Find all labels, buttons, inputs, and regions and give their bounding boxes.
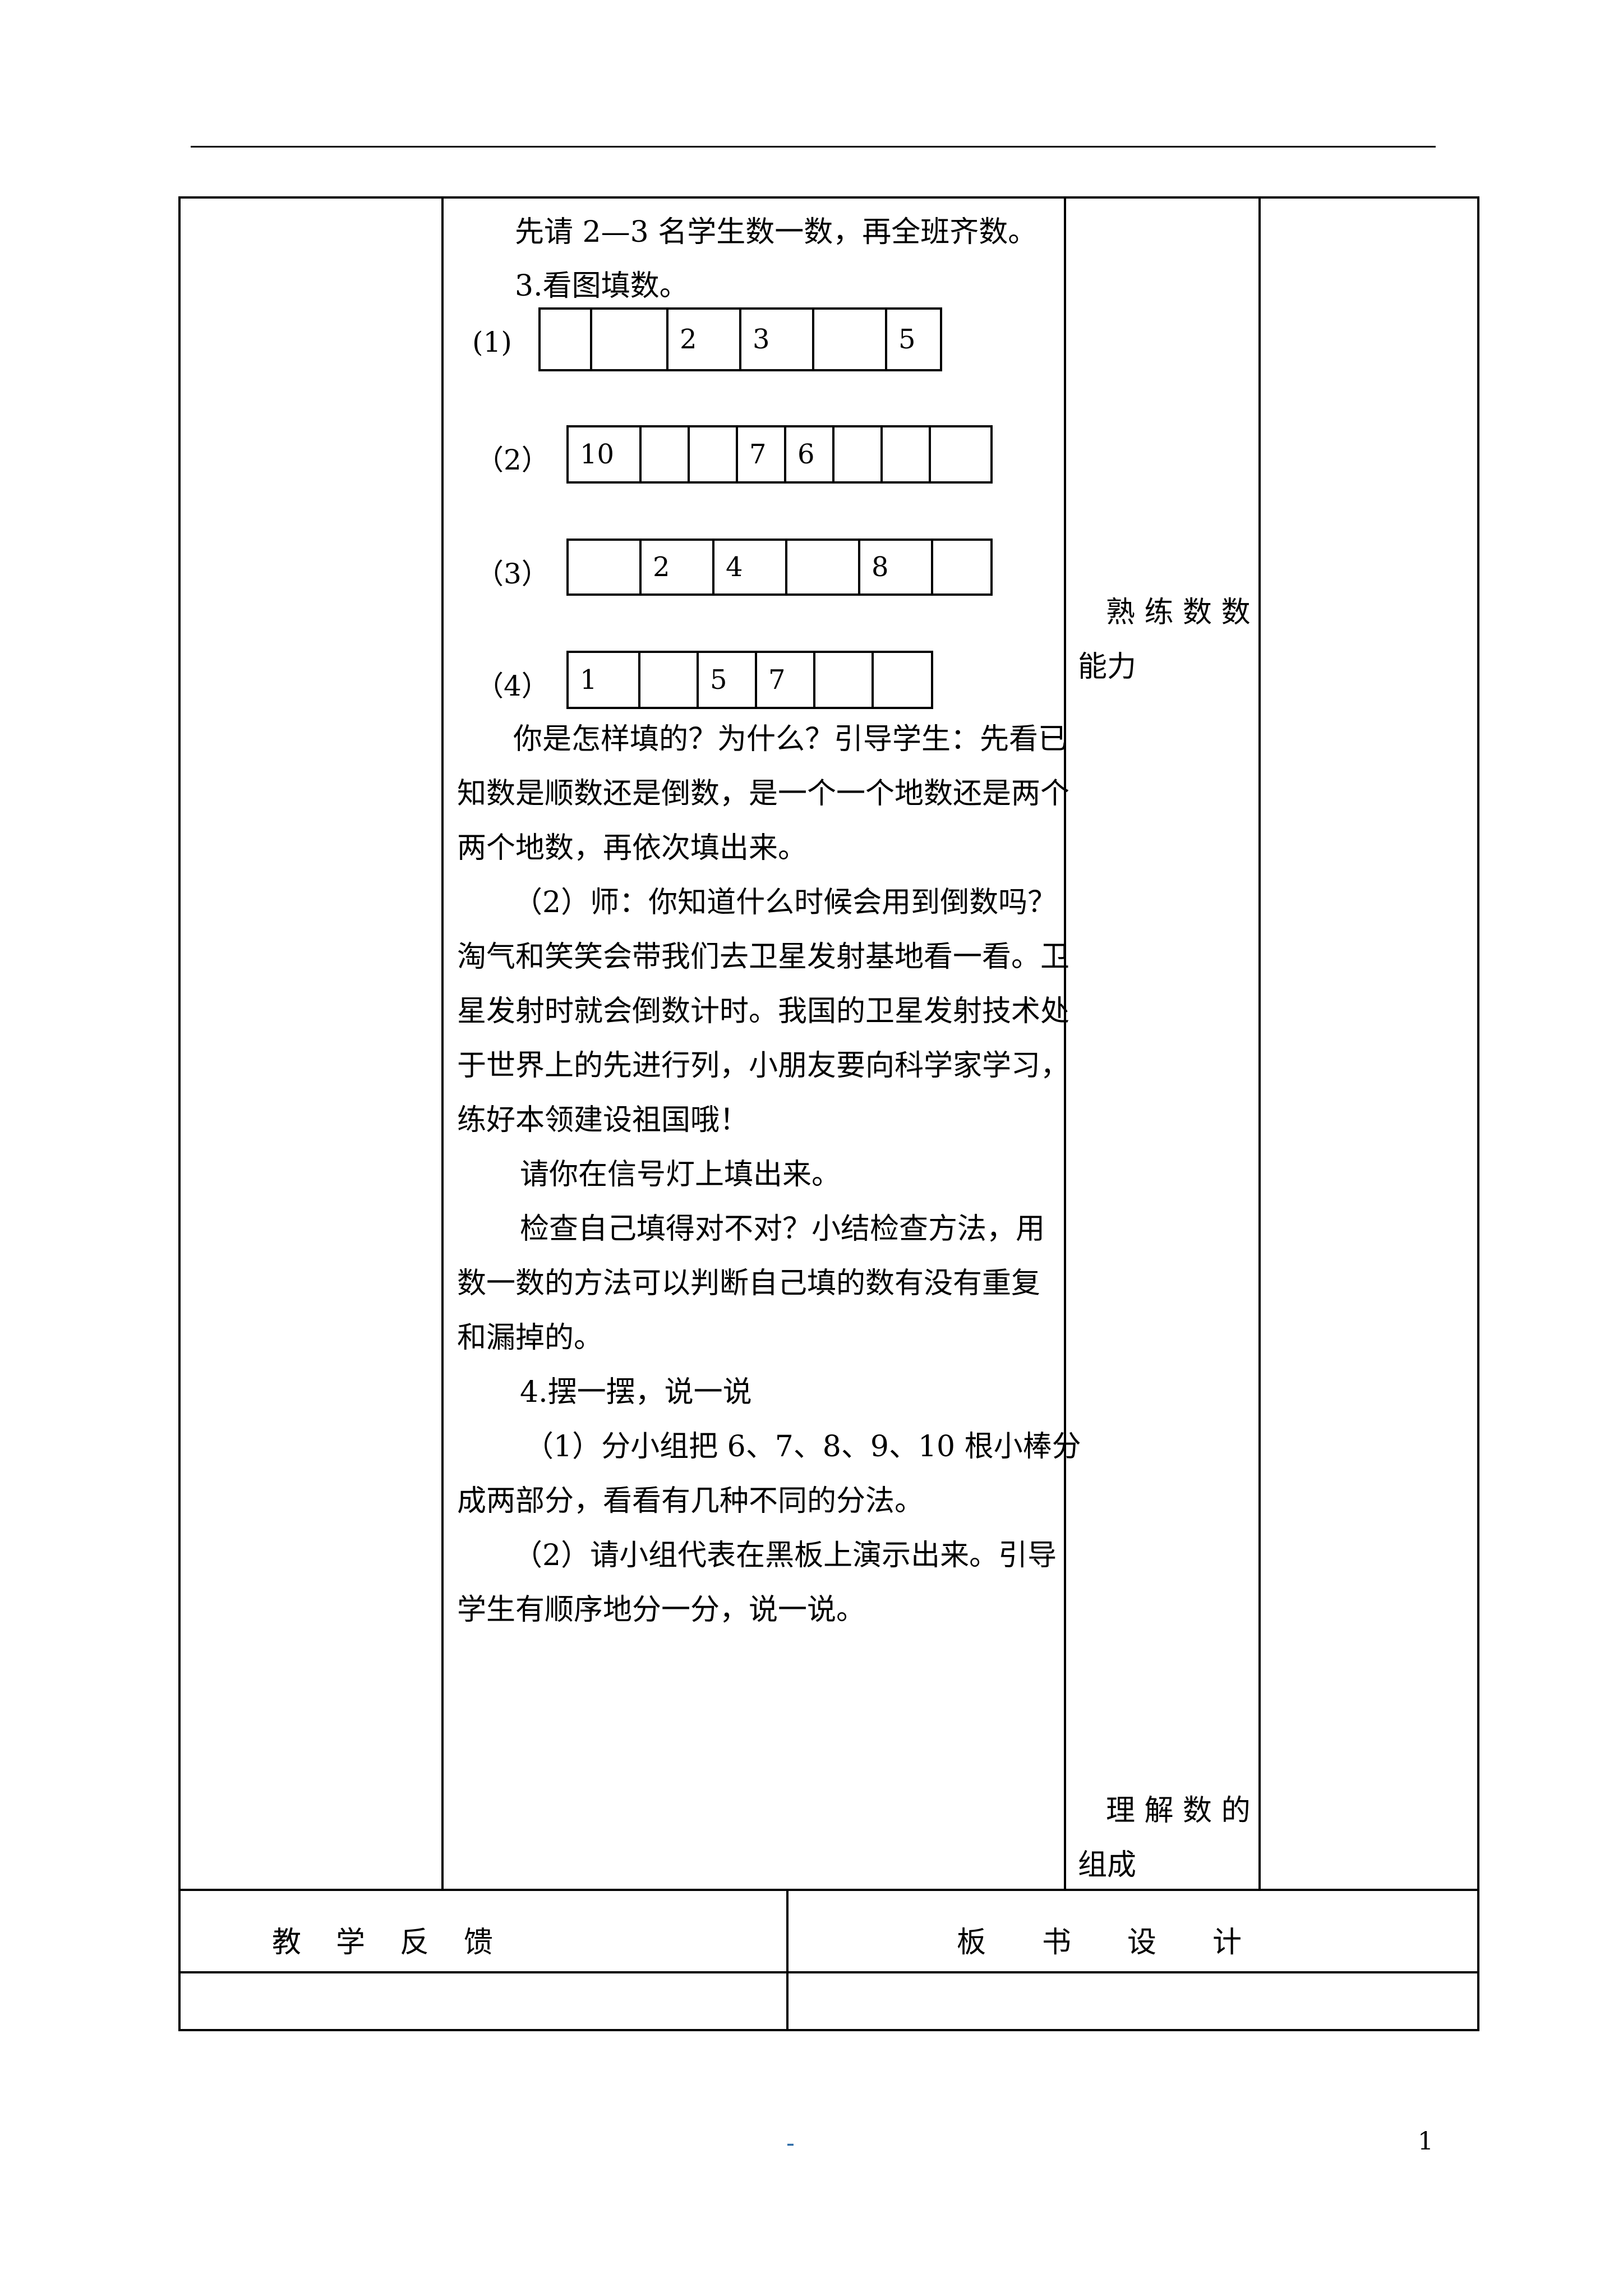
fill-box[interactable] bbox=[874, 653, 931, 707]
paragraph-sticks: （1）分小组把 6、7、8、9、10 根小棒分 成两部分，看看有几种不同的分法。 bbox=[457, 1430, 1081, 1518]
exercise-4-label: （4） bbox=[476, 670, 550, 702]
exercise-2-boxes: 10 7 6 bbox=[566, 425, 993, 484]
paragraph-signal: 请你在信号灯上填出来。 bbox=[520, 1158, 841, 1191]
fill-box[interactable] bbox=[933, 541, 990, 593]
footer-column-divider bbox=[786, 1889, 789, 2031]
fill-box[interactable] bbox=[690, 427, 738, 481]
page-number: 1 bbox=[1418, 2127, 1433, 2156]
column-divider-2 bbox=[1064, 196, 1066, 1890]
header-rule bbox=[191, 146, 1436, 148]
table-left-border bbox=[178, 196, 181, 2031]
fill-box[interactable] bbox=[834, 427, 883, 481]
side-note-composition: 理 解 数 的 组成 bbox=[1078, 1794, 1251, 1882]
fill-box[interactable]: 5 bbox=[898, 324, 916, 355]
paragraph-demo: （2）请小组代表在黑板上演示出来。引导 学生有顺序地分一分，说一说。 bbox=[457, 1539, 1057, 1627]
page-dash: - bbox=[786, 2129, 795, 2157]
exercise-3-boxes: 2 4 8 bbox=[566, 539, 993, 596]
exercise-4-boxes: 1 5 7 bbox=[566, 651, 933, 709]
table-bottom-border bbox=[178, 2029, 1479, 2031]
fill-box[interactable] bbox=[815, 653, 874, 707]
paragraph-check: 检查自己填得对不对？小结检查方法，用 数一数的方法可以判断自己填的数有没有重复 … bbox=[457, 1212, 1045, 1355]
fill-box[interactable] bbox=[640, 653, 699, 707]
side-note-counting: 熟 练 数 数 能力 bbox=[1078, 596, 1251, 684]
fill-box[interactable]: 2 bbox=[668, 310, 741, 369]
column-divider-3 bbox=[1258, 196, 1261, 1890]
table-row-divider-2 bbox=[178, 1971, 1479, 1973]
fill-box[interactable]: 8 bbox=[860, 541, 933, 593]
fill-box[interactable]: 10 bbox=[569, 427, 642, 481]
fill-box[interactable] bbox=[931, 427, 990, 481]
fill-box[interactable]: 5 bbox=[699, 653, 757, 707]
column-divider-1 bbox=[441, 196, 444, 1890]
fill-box[interactable]: 4 bbox=[714, 541, 787, 593]
table-top-border bbox=[178, 196, 1479, 199]
table-row-divider bbox=[178, 1889, 1479, 1891]
fill-box[interactable] bbox=[883, 427, 931, 481]
paragraph-explanation: 你是怎样填的？为什么？引导学生：先看已 知数是顺数还是倒数，是一个一个地数还是两… bbox=[457, 723, 1070, 865]
section-4-title: 4.摆一摆，说一说 bbox=[520, 1375, 752, 1409]
exercise-1-label: (1) bbox=[472, 326, 512, 358]
fill-box[interactable] bbox=[787, 541, 860, 593]
board-design-label: 板书设计 bbox=[957, 1926, 1298, 1959]
fill-box[interactable] bbox=[814, 310, 887, 369]
table-right-border bbox=[1477, 196, 1479, 2031]
fill-box[interactable] bbox=[592, 310, 668, 369]
section-3-title: 3.看图填数。 bbox=[515, 269, 689, 303]
fill-box[interactable]: 7 bbox=[738, 427, 786, 481]
exercise-3-label: （3） bbox=[476, 558, 550, 590]
fill-box[interactable]: 3 bbox=[741, 310, 814, 369]
fill-box[interactable] bbox=[569, 541, 642, 593]
fill-box[interactable]: 2 bbox=[642, 541, 714, 593]
fill-box[interactable]: 1 bbox=[569, 653, 640, 707]
paragraph-countdown: （2）师：你知道什么时候会用到倒数吗？ 淘气和笑笑会带我们去卫星发射基地看一看。… bbox=[457, 886, 1070, 1137]
fill-box[interactable]: 6 bbox=[786, 427, 834, 481]
teaching-feedback-label: 教学反馈 bbox=[272, 1926, 528, 1959]
fill-box[interactable] bbox=[642, 427, 690, 481]
exercise-1-boxes: 2 3 5 bbox=[538, 307, 942, 371]
exercise-2-label: （2） bbox=[476, 444, 550, 476]
fill-box[interactable]: 7 bbox=[757, 653, 815, 707]
fill-box[interactable] bbox=[541, 310, 592, 369]
intro-line: 先请 2—3 名学生数一数，再全班齐数。 bbox=[515, 215, 1038, 249]
